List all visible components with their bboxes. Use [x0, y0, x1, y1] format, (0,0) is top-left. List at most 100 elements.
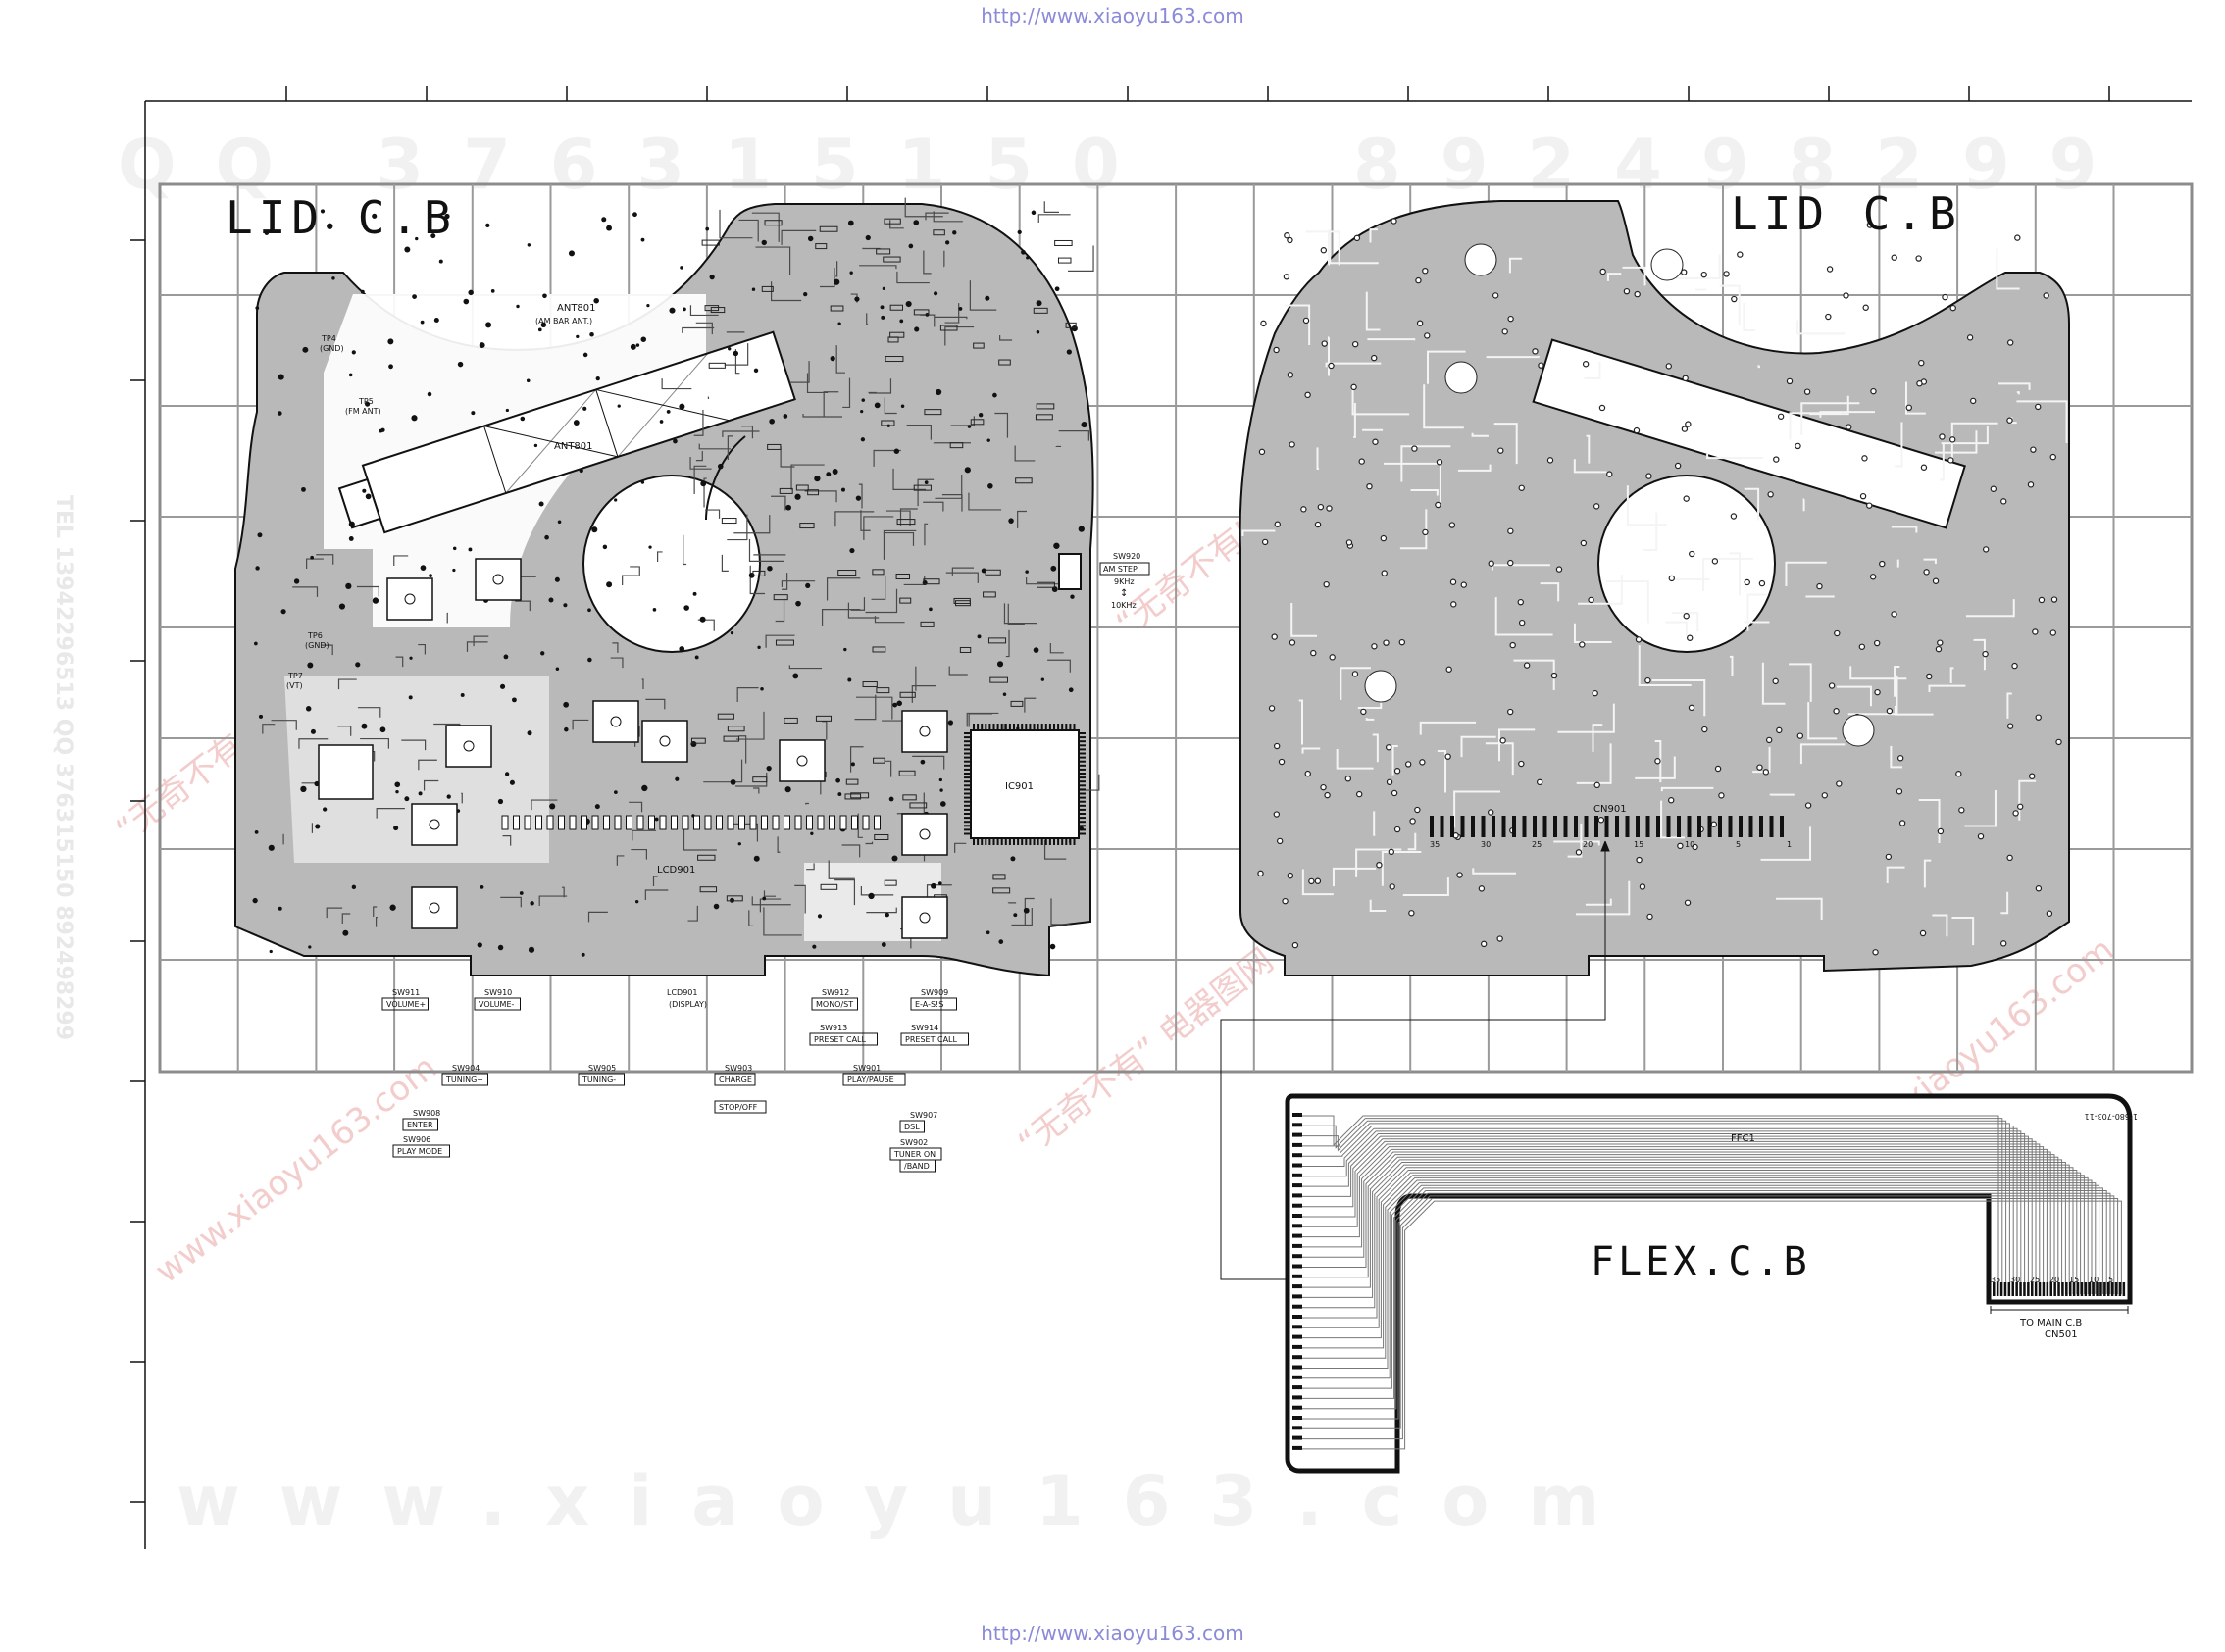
switch-footprint — [411, 886, 458, 929]
flex-trace — [1299, 1146, 2045, 1294]
component — [708, 362, 726, 369]
trace — [1494, 597, 1553, 636]
trace — [736, 686, 759, 702]
lcd-pin — [614, 815, 622, 830]
pad — [2000, 498, 2007, 505]
pad — [705, 226, 710, 231]
trace — [1789, 663, 1812, 702]
pad — [1329, 654, 1336, 661]
legend-switch-id: SW903 — [725, 1064, 752, 1073]
trace — [751, 896, 791, 906]
flex-bottom-pin-number: 15 — [2069, 1276, 2079, 1284]
pad — [1937, 827, 1945, 835]
sw920-name: AM STEP — [1103, 565, 1138, 574]
pad — [480, 884, 484, 889]
pad — [1692, 843, 1698, 851]
pad — [1268, 705, 1276, 712]
tp4-label: TP4 — [321, 334, 336, 343]
pad — [760, 687, 764, 691]
switch-footprint — [901, 710, 948, 753]
pad — [264, 230, 270, 235]
pad — [1284, 232, 1290, 239]
pad — [505, 408, 509, 413]
trace — [1351, 384, 1410, 416]
pad — [737, 842, 741, 846]
flex-bottom-pin — [2092, 1282, 2095, 1296]
trace — [1746, 593, 1768, 631]
right-antenna-slot — [1532, 338, 1966, 529]
flex-bottom-pin — [1993, 1282, 1996, 1296]
watermark-bottom: www.xiaoyu163.com — [177, 1461, 1639, 1541]
pad — [1304, 770, 1311, 777]
trace — [1437, 750, 1447, 793]
flex-bottom-pin — [2053, 1282, 2056, 1296]
trace — [933, 211, 963, 223]
pad — [1862, 304, 1869, 311]
pad — [1078, 526, 1085, 532]
flex-left-pin — [1292, 1395, 1302, 1400]
pad — [2049, 629, 2056, 636]
component — [704, 305, 720, 312]
pad — [1711, 558, 1719, 565]
switch-center — [429, 902, 440, 914]
pad — [420, 320, 425, 325]
flex-left-pin — [1292, 1214, 1302, 1218]
pad — [977, 634, 982, 639]
pad — [302, 346, 309, 353]
pad — [1932, 577, 1940, 584]
pad — [315, 824, 321, 829]
pad — [1304, 391, 1311, 399]
component — [923, 578, 940, 585]
trace — [834, 878, 856, 906]
trace — [1298, 699, 1303, 745]
component — [761, 285, 774, 292]
trace — [1672, 612, 1699, 632]
pad — [843, 647, 847, 652]
pad — [1291, 941, 1299, 949]
pad — [1689, 550, 1695, 558]
pad — [527, 730, 532, 736]
pad — [1682, 375, 1689, 382]
pad — [766, 766, 772, 772]
footer-url[interactable]: http://www.xiaoyu163.com — [981, 1622, 1244, 1645]
pad — [733, 350, 739, 357]
trace — [1934, 430, 1978, 454]
flex-trace — [1299, 1130, 2022, 1294]
switch-footprint — [592, 700, 639, 743]
pad — [998, 939, 1004, 944]
pad — [885, 912, 889, 918]
lcd-pin — [829, 815, 835, 830]
pad — [452, 546, 457, 551]
pad — [254, 830, 259, 834]
trace — [789, 361, 810, 383]
pad — [278, 411, 282, 416]
trace — [1578, 575, 1623, 605]
header-url[interactable]: http://www.xiaoyu163.com — [981, 4, 1244, 27]
trace — [1896, 559, 1899, 568]
trace — [1402, 877, 1449, 896]
cn901-pin — [1636, 816, 1640, 837]
trace — [899, 508, 918, 526]
pad — [503, 654, 509, 660]
pad — [945, 240, 950, 245]
pad — [675, 776, 680, 781]
trace — [1373, 811, 1376, 836]
pad — [1828, 682, 1836, 689]
pad — [891, 855, 898, 862]
switch-footprint — [641, 720, 688, 763]
pad — [1066, 349, 1072, 355]
component — [721, 518, 737, 525]
component — [883, 256, 901, 263]
trace — [874, 616, 905, 624]
pad — [307, 662, 314, 669]
flex-left-pin — [1292, 1153, 1302, 1158]
trace — [1964, 789, 1997, 827]
flex-trace — [1299, 1176, 2089, 1359]
component — [924, 409, 942, 416]
pad — [1710, 821, 1718, 827]
lcd-pin — [569, 815, 577, 830]
pad — [794, 493, 801, 500]
pad — [1416, 320, 1424, 326]
pad — [1010, 856, 1016, 862]
trace — [1037, 214, 1071, 224]
